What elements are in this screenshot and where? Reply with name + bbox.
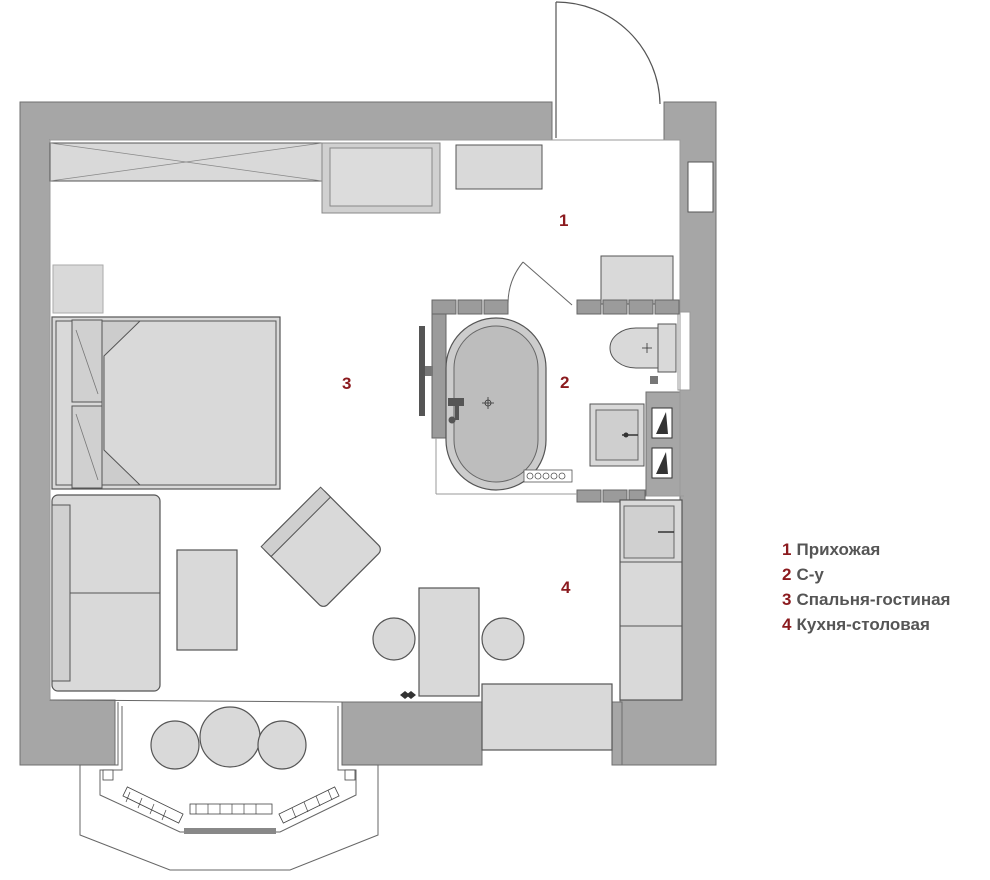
- double-bed: [51, 316, 281, 490]
- ventilation-shafts: [651, 407, 673, 479]
- shoe-cabinet: [455, 144, 543, 190]
- bathtub: [445, 317, 547, 491]
- kitchen-bay-counter: [481, 683, 613, 751]
- wall-segment-kitchen: [611, 701, 623, 766]
- legend-number: 2: [782, 565, 792, 584]
- dining-table: [418, 587, 480, 697]
- toilet: [609, 323, 677, 373]
- bay-stool-right: [257, 720, 307, 770]
- radiator-fins: [125, 789, 333, 821]
- wall-segment-bay-center: [341, 701, 483, 766]
- radiators: [102, 769, 356, 824]
- room-number-kitchen: 4: [561, 578, 571, 597]
- bidet-shower: [650, 376, 658, 384]
- room-number-bathroom: 2: [560, 373, 569, 392]
- legend-label: Прихожая: [796, 540, 881, 559]
- bath-faucet: [448, 398, 464, 424]
- legend-number: 3: [782, 590, 792, 609]
- kitchen-counter: [619, 499, 683, 701]
- radiator-center-cap: [184, 828, 276, 834]
- dining-chair-right: [481, 617, 525, 661]
- interior-contour: [49, 139, 681, 700]
- dining-chair-left: [372, 617, 416, 661]
- bay-stool-left: [150, 720, 200, 770]
- sink: [589, 403, 645, 467]
- wardrobe-top: [49, 142, 323, 182]
- legend-label: Кухня-столовая: [796, 615, 930, 634]
- room-number-bedroom: 3: [342, 374, 351, 393]
- entrance-door: [555, 1, 661, 138]
- window-entrance: [687, 161, 714, 213]
- tv-stand: [425, 366, 433, 376]
- nightstand: [52, 264, 104, 314]
- floor-mat: [321, 142, 441, 214]
- legend-number: 4: [782, 615, 792, 634]
- bathroom-door: [507, 261, 573, 306]
- towel-rail: [523, 469, 573, 483]
- window-bathroom: [677, 311, 691, 391]
- bay-stool-center: [199, 706, 261, 768]
- legend-number: 1: [782, 540, 792, 559]
- sofa: [51, 494, 161, 692]
- legend-label: Спальня-гостиная: [796, 590, 951, 609]
- hall-cabinet: [600, 255, 674, 305]
- armchair: [260, 486, 381, 607]
- outlets-icon: [400, 691, 416, 699]
- coffee-table: [176, 549, 238, 651]
- legend-label: С-у: [796, 565, 824, 584]
- room-number-hallway: 1: [559, 211, 568, 230]
- tv-screen: [419, 326, 425, 416]
